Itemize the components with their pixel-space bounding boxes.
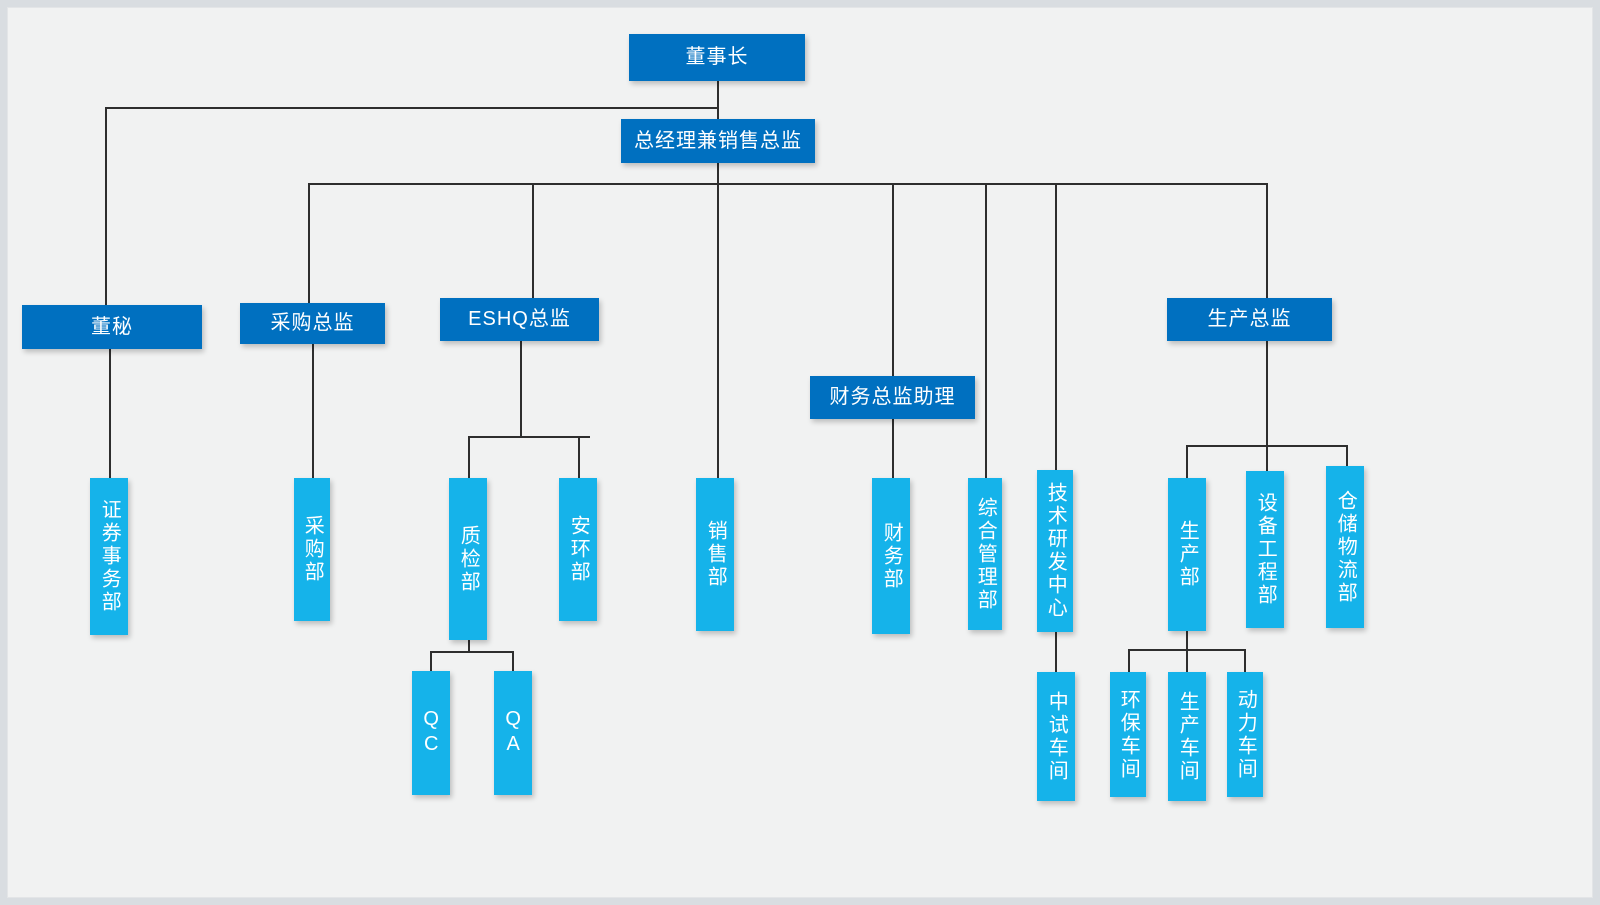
org-node-prod-dir[interactable]: 生产总监: [1167, 298, 1332, 341]
connector-c-eshq-down: [520, 341, 522, 437]
connector-c-prodshop-drop: [1186, 649, 1188, 673]
connector-c-eshq-r: [578, 436, 580, 479]
connector-c-prod-m: [1266, 445, 1268, 472]
connector-c-prod-l: [1186, 445, 1188, 479]
org-node-qc-dept[interactable]: 质检部: [449, 478, 487, 640]
org-node-label: 生产车间: [1176, 690, 1199, 783]
connector-c-chairman-bar: [105, 107, 719, 109]
org-node-qa[interactable]: QA: [494, 671, 532, 795]
org-node-prod-shop[interactable]: 生产车间: [1168, 672, 1206, 801]
connector-c-qc-drop: [430, 651, 432, 672]
connector-c-purchdir-leaf: [312, 344, 314, 479]
connector-c-proddir-drop: [1266, 183, 1268, 300]
connector-c-eshq-l: [468, 436, 470, 479]
org-node-label: 仓储物流部: [1334, 489, 1357, 605]
connector-c-eshq-drop: [532, 183, 534, 300]
org-node-purch-dept[interactable]: 采购部: [294, 478, 330, 621]
connector-c-admin-drop: [985, 183, 987, 478]
org-node-label: 财务部: [880, 521, 903, 591]
org-node-label: 财务总监助理: [829, 386, 956, 409]
org-node-fin-dept[interactable]: 财务部: [872, 478, 910, 634]
org-node-label: 质检部: [457, 524, 480, 594]
org-node-label: 采购总监: [270, 312, 355, 335]
connector-c-findir-drop: [892, 183, 894, 378]
org-node-label: 生产部: [1176, 520, 1199, 589]
org-node-sales-dept[interactable]: 销售部: [696, 478, 734, 631]
org-node-fin-dir-asst[interactable]: 财务总监助理: [810, 376, 975, 419]
connector-c-boardsec-drop: [105, 107, 107, 307]
connector-c-boardsec-leaf: [109, 349, 111, 479]
connector-c-proddept-down: [1186, 631, 1188, 650]
connector-c-eshq-bar: [468, 436, 590, 438]
org-node-sec-affairs[interactable]: 证券事务部: [90, 478, 128, 635]
org-node-board-sec[interactable]: 董秘: [22, 305, 202, 349]
connector-c-prod-r: [1346, 445, 1348, 467]
org-node-ehs-dept[interactable]: 安环部: [559, 478, 597, 621]
org-node-eshq-dir[interactable]: ESHQ总监: [440, 298, 599, 341]
org-node-label: 总经理兼销售总监: [634, 129, 802, 152]
org-node-label: 销售部: [704, 520, 727, 589]
org-node-power-shop[interactable]: 动力车间: [1227, 672, 1263, 797]
org-node-label: 安环部: [567, 515, 590, 584]
connector-c-chairman-down: [717, 81, 719, 119]
org-node-label: 生产总监: [1207, 308, 1292, 331]
connector-c-rnd-pilot: [1055, 632, 1057, 673]
connector-c-qa-drop: [512, 651, 514, 672]
org-node-label: 采购部: [301, 515, 324, 584]
org-node-label: 设备工程部: [1254, 492, 1277, 607]
org-node-purch-dir[interactable]: 采购总监: [240, 303, 385, 344]
connector-c-purch-drop: [308, 183, 310, 305]
org-node-label: QC: [420, 708, 443, 758]
connector-c-qcqa-bar: [430, 651, 514, 653]
org-node-equip-eng[interactable]: 设备工程部: [1246, 471, 1284, 628]
org-node-label: 动力车间: [1234, 688, 1257, 781]
org-node-label: 中试车间: [1045, 690, 1068, 783]
org-node-prod-dept[interactable]: 生产部: [1168, 478, 1206, 631]
connector-c-gm-down: [717, 163, 719, 478]
org-node-label: 环保车间: [1117, 688, 1140, 781]
org-node-gm[interactable]: 总经理兼销售总监: [621, 119, 815, 163]
connector-c-rnd-drop: [1055, 183, 1057, 471]
org-node-label: 董秘: [91, 315, 133, 338]
org-chart-stage: 董事长总经理兼销售总监董秘 采购总监 ESHQ总监财务总监助理 生产总监证券事务部 采购…: [8, 8, 1592, 897]
connector-c-power-drop: [1244, 649, 1246, 673]
org-node-admin-dept[interactable]: 综合管理部: [968, 478, 1002, 630]
org-node-env-shop[interactable]: 环保车间: [1110, 672, 1146, 797]
org-node-label: 综合管理部: [974, 496, 997, 612]
connector-c-env-drop: [1128, 649, 1130, 673]
connector-c-qcdept-down: [468, 640, 470, 652]
org-node-label: 证券事务部: [98, 499, 121, 614]
org-node-rnd-center[interactable]: 技术研发中心: [1037, 470, 1073, 632]
org-node-qc[interactable]: QC: [412, 671, 450, 795]
org-node-label: 董事长: [685, 46, 749, 69]
org-node-warehouse[interactable]: 仓储物流部: [1326, 466, 1364, 628]
org-node-label: ESHQ总监: [468, 308, 571, 331]
connector-c-findept-leaf: [892, 419, 894, 479]
org-node-chairman[interactable]: 董事长: [629, 34, 805, 81]
org-node-label: 技术研发中心: [1044, 482, 1067, 620]
chart-canvas: 董事长总经理兼销售总监董秘 采购总监 ESHQ总监财务总监助理 生产总监证券事务部 采购…: [8, 8, 1592, 897]
connector-c-gm-bar: [308, 183, 1268, 185]
connector-c-proddir-down: [1266, 341, 1268, 446]
org-node-label: QA: [502, 708, 525, 758]
org-node-pilot-shop[interactable]: 中试车间: [1037, 672, 1075, 801]
connector-c-gm-stub: [717, 107, 719, 119]
